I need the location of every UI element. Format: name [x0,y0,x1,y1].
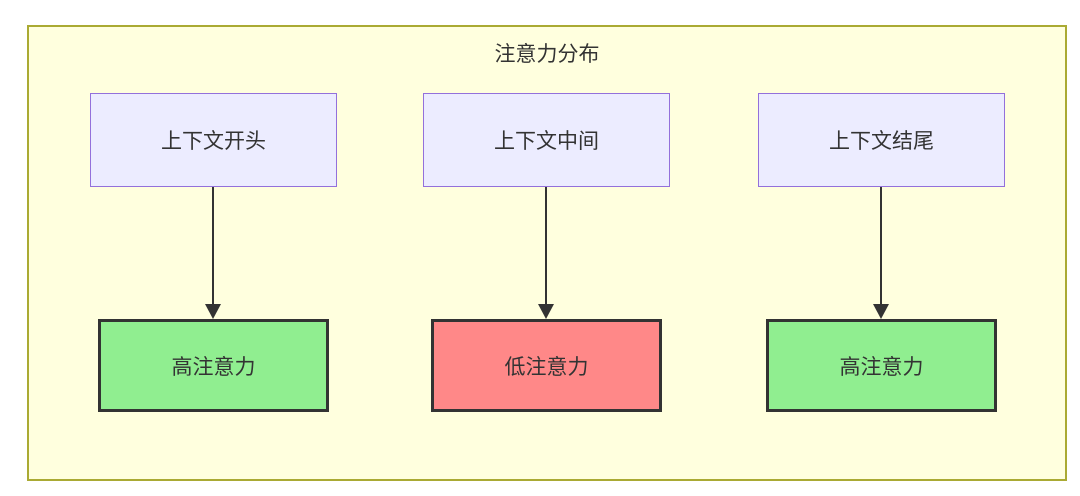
node-high-attention-left: 高注意力 [98,319,329,412]
arrow-end-head [873,304,889,319]
diagram-title: 注意力分布 [494,43,600,66]
arrow-middle-line [545,187,547,305]
arrow-end-line [880,187,882,305]
arrow-beginning-head [205,304,221,319]
arrow-beginning-line [212,187,214,305]
node-context-beginning: 上下文开头 [90,93,337,187]
node-low-attention: 低注意力 [431,319,662,412]
node-context-middle: 上下文中间 [423,93,670,187]
arrow-middle-head [538,304,554,319]
node-high-attention-right: 高注意力 [766,319,997,412]
node-context-end: 上下文结尾 [758,93,1005,187]
